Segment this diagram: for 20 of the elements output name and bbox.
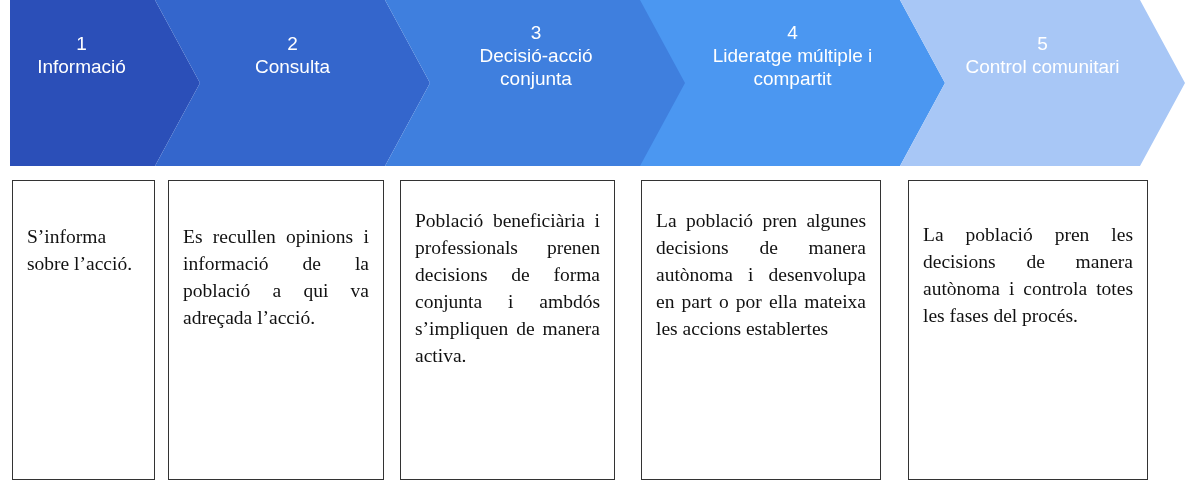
description-box xyxy=(908,180,1148,480)
description-text: La població pren les decisions de manera autònoma i controla totes les fases del procés. xyxy=(923,223,1133,328)
step-number: 3 xyxy=(530,20,542,44)
step-title: Lideratge múltiple i compartit xyxy=(711,43,874,90)
description-text: S’informa sobre l’acció. xyxy=(27,225,134,276)
step-number: 4 xyxy=(787,20,798,44)
description-text: Població beneficiària i professionals prenen decisions de forma conjunta i ambdós s’impliquen de manera activa. xyxy=(415,209,600,368)
step-title: Consulta xyxy=(255,55,330,78)
step-number: 2 xyxy=(287,32,298,55)
step-title: Control comunitari xyxy=(965,55,1120,78)
description-text: La població pren algunes decisions de manera autònoma i desenvolupa en part o por ella mateixa les accions establertes xyxy=(656,209,866,341)
description-box xyxy=(12,180,155,480)
step-title: Decisió-acció conjunta xyxy=(478,43,594,90)
description-box xyxy=(641,180,881,480)
description-box xyxy=(400,180,615,480)
description-box xyxy=(168,180,384,480)
step-number: 1 xyxy=(76,32,87,55)
step-title: Informació xyxy=(37,55,126,78)
description-text: Es recullen opinions i informació de la població a qui va adreçada l’acció. xyxy=(183,225,369,330)
step-number: 5 xyxy=(1037,32,1048,55)
